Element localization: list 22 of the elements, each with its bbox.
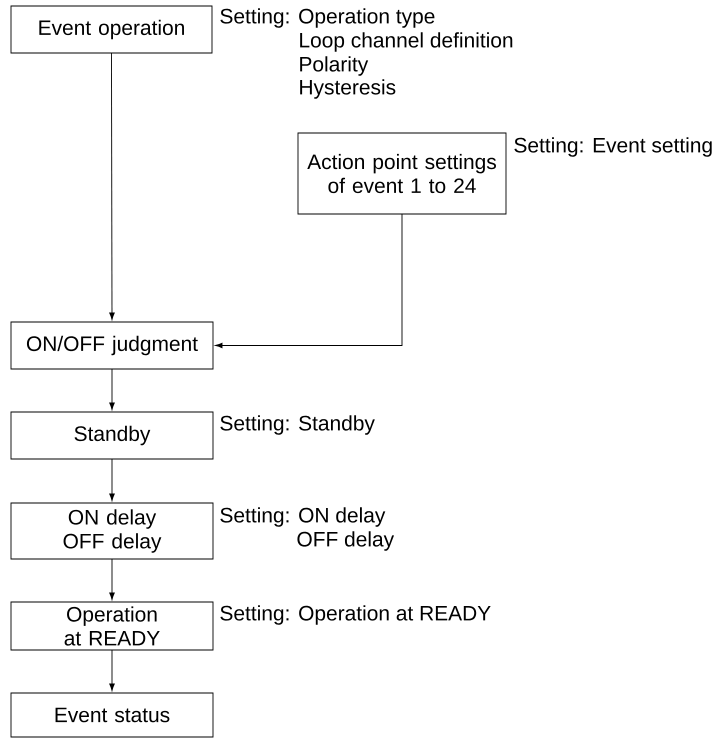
setting-note: Setting: Operation type xyxy=(220,8,434,28)
arrow xyxy=(109,650,115,691)
process-box: Operation at READY xyxy=(10,602,214,650)
setting-note: Loop channel definition xyxy=(300,32,512,52)
setting-note: OFF delay xyxy=(297,531,394,551)
arrow xyxy=(109,53,115,320)
setting-note: Polarity xyxy=(300,56,368,76)
arrow xyxy=(109,369,115,410)
setting-note: Setting: Operation at READY xyxy=(220,605,491,625)
process-box: Action point settings of event 1 to 24 xyxy=(298,132,506,214)
process-box: ON/OFF judgment xyxy=(10,322,214,370)
process-box: Event operation xyxy=(10,6,212,54)
process-box: Standby xyxy=(10,412,214,460)
process-box: ON delay OFF delay xyxy=(10,502,214,560)
setting-note: Setting: Standby xyxy=(220,415,375,435)
arrow xyxy=(215,214,402,348)
process-box: Event status xyxy=(10,692,214,738)
setting-note: Setting: Event setting xyxy=(514,137,712,157)
setting-note: Setting: ON delay xyxy=(220,507,386,527)
arrow xyxy=(109,559,115,600)
arrow xyxy=(109,459,115,501)
setting-note: Hysteresis xyxy=(300,79,396,99)
